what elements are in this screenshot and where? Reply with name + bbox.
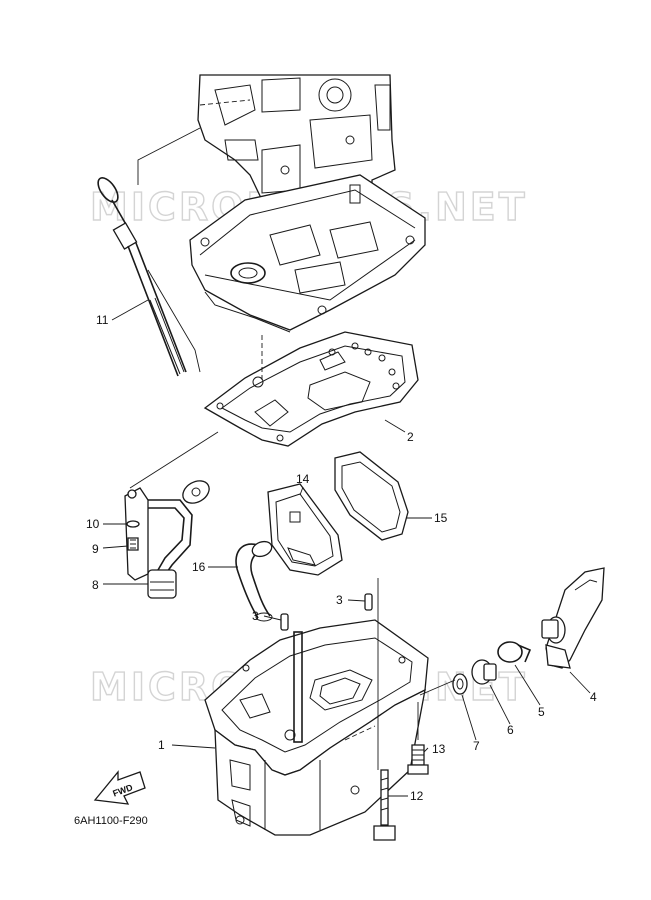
leader-1 <box>171 744 216 749</box>
dipstick <box>97 177 187 377</box>
callout-3-left: 3 <box>252 609 259 623</box>
baffle-plate <box>267 483 343 576</box>
leader-7 <box>461 694 477 741</box>
assembly-line-4 <box>147 269 201 373</box>
bolt-13 <box>407 744 429 775</box>
leader-14 <box>299 486 304 496</box>
rubber-seal <box>334 451 409 541</box>
leader-6 <box>489 684 511 725</box>
callout-2: 2 <box>407 430 414 444</box>
callout-1: 1 <box>158 738 165 752</box>
callout-13: 13 <box>432 742 446 756</box>
callout-9: 9 <box>92 542 99 556</box>
leader-4 <box>569 671 591 694</box>
leader-3a <box>263 615 282 621</box>
hose <box>235 540 273 622</box>
callout-5: 5 <box>538 705 545 719</box>
callout-11: 11 <box>96 313 109 327</box>
leader-13 <box>423 747 429 753</box>
callout-6: 6 <box>507 723 514 737</box>
assembly-line-6 <box>419 679 456 696</box>
callout-15: 15 <box>434 511 448 525</box>
callout-16: 16 <box>192 560 206 574</box>
dowel-pin-left <box>280 613 289 631</box>
callout-12: 12 <box>410 789 424 803</box>
engine-block <box>197 74 396 206</box>
callout-10: 10 <box>86 517 100 531</box>
leader-11 <box>111 299 149 321</box>
gasket <box>203 331 419 447</box>
leader-2 <box>384 419 406 433</box>
oil-strainer <box>124 480 210 599</box>
plug-6 <box>471 659 497 685</box>
leader-3b <box>347 599 366 602</box>
forward-arrow-icon: FWD <box>93 770 146 805</box>
seal-washer-7 <box>452 673 468 695</box>
engine-lower-casing <box>189 174 426 333</box>
washer-10 <box>126 520 140 528</box>
callout-7: 7 <box>473 739 480 753</box>
callout-14: 14 <box>296 472 310 486</box>
figure-code: 6AH1100-F290 <box>74 815 148 827</box>
oil-pan <box>204 619 429 836</box>
dowel-pin-right <box>364 593 373 611</box>
cover-4 <box>541 567 605 669</box>
callout-8: 8 <box>92 578 99 592</box>
callout-4: 4 <box>590 690 597 704</box>
drain-bolt-12 <box>373 769 396 841</box>
leader-5 <box>514 664 541 706</box>
clamp-5 <box>497 641 532 663</box>
callout-3-right: 3 <box>336 593 343 607</box>
assembly-line-3 <box>137 127 201 185</box>
leader-9 <box>102 545 129 549</box>
assembly-line-2 <box>129 431 219 489</box>
bolt-9 <box>127 537 139 551</box>
